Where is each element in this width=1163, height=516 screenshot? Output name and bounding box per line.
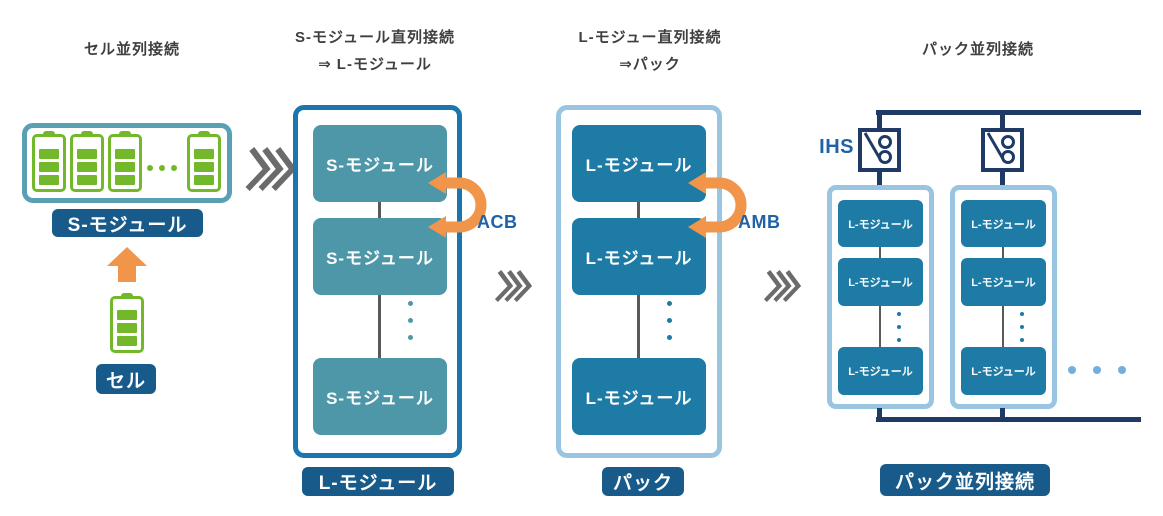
battery-cap: [198, 131, 210, 137]
pack-parallel-title: パック並列接続: [921, 41, 1034, 58]
bus-drop-line: [877, 172, 882, 186]
ihs-switch-icon: [858, 128, 901, 172]
s-module-label: S-モジュール: [52, 209, 203, 237]
amb-label: AMB: [738, 212, 781, 232]
bottom-bus-line: [876, 417, 1141, 422]
battery-icon: [108, 131, 142, 192]
up-arrow-icon: [107, 247, 147, 282]
vertical-ellipsis: [408, 301, 413, 340]
series-connector-line: [1002, 306, 1004, 347]
pack-parallel-label: パック並列接続: [880, 464, 1050, 496]
vertical-ellipsis: [1020, 312, 1024, 342]
ihs-label: IHS: [819, 136, 854, 158]
bus-drop-line: [877, 408, 882, 420]
vertical-ellipsis: [897, 312, 901, 342]
acb-label: ACB: [477, 212, 518, 232]
l-module-box: L-モジュール: [572, 358, 706, 435]
l-series-title-line1: L-モジュー直列接続: [578, 29, 722, 46]
triple-chevron-icon: [763, 270, 801, 302]
battery-icon: [32, 131, 66, 192]
more-packs-dots: [1068, 366, 1126, 374]
bus-drop-line: [1000, 408, 1005, 420]
l-module-box-small: L-モジュール: [961, 347, 1046, 395]
l-module-box: L-モジュール: [572, 125, 706, 202]
l-module-box: L-モジュール: [572, 218, 706, 295]
s-module-box: S-モジュール: [313, 125, 447, 202]
top-bus-line: [876, 110, 1141, 115]
s-series-title-line2: ⇒ L-モジュール: [318, 56, 432, 73]
s-module-box: S-モジュール: [313, 358, 447, 435]
battery-cap: [43, 131, 55, 137]
triple-chevron-icon: [494, 270, 532, 302]
battery-cap: [81, 131, 93, 137]
battery-cap: [119, 131, 131, 137]
l-module-label: L-モジュール: [302, 467, 454, 496]
series-connector-line: [378, 202, 381, 218]
series-connector-line: [1002, 247, 1004, 258]
s-series-title-line1: S-モジュール直列接続: [295, 29, 455, 46]
series-connector-line: [378, 295, 381, 358]
cell-battery-icon: [110, 293, 144, 353]
l-module-box-small: L-モジュール: [961, 258, 1046, 306]
amb-balancer-arrow-icon: [688, 172, 747, 238]
vertical-ellipsis: [667, 301, 672, 340]
cell-parallel-title: セル並列接続: [83, 41, 180, 58]
battery-icon: [187, 131, 221, 192]
series-connector-line: [879, 247, 881, 258]
bus-drop-line: [877, 110, 882, 129]
pack-label: パック: [602, 467, 684, 496]
bus-drop-line: [1000, 110, 1005, 129]
l-module-box-small: L-モジュール: [838, 200, 923, 247]
more-cells-ellipsis: [147, 165, 177, 171]
battery-icon: [70, 131, 104, 192]
ihs-switch-icon: [981, 128, 1024, 172]
battery-cap: [121, 293, 133, 299]
l-series-title-line2: ⇒パック: [619, 56, 681, 73]
triple-chevron-icon: [245, 147, 294, 191]
series-connector-line: [637, 295, 640, 358]
l-module-box-small: L-モジュール: [838, 258, 923, 306]
l-module-box-small: L-モジュール: [961, 200, 1046, 247]
series-connector-line: [637, 202, 640, 218]
s-module-box: S-モジュール: [313, 218, 447, 295]
l-module-box-small: L-モジュール: [838, 347, 923, 395]
bus-drop-line: [1000, 172, 1005, 186]
acb-balancer-arrow-icon: [428, 172, 487, 238]
cell-label: セル: [96, 364, 156, 394]
series-connector-line: [879, 306, 881, 347]
